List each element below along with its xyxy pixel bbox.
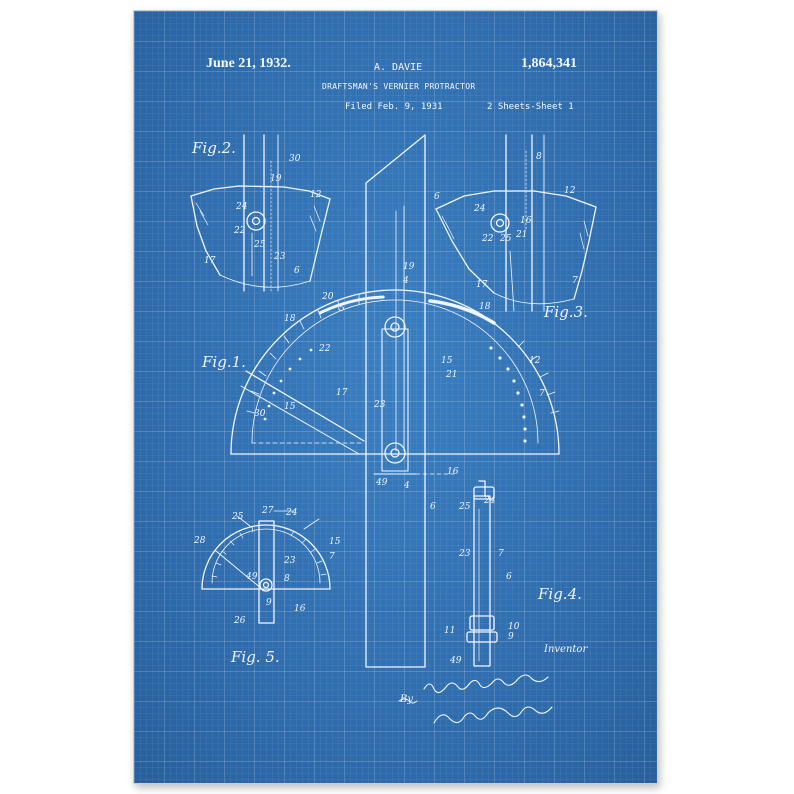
svg-text:16: 16 (447, 467, 459, 477)
svg-text:6: 6 (294, 266, 300, 276)
svg-text:24: 24 (473, 204, 486, 214)
svg-text:26: 26 (233, 616, 246, 626)
svg-text:25: 25 (499, 234, 512, 244)
svg-text:6: 6 (434, 192, 440, 202)
svg-text:10: 10 (508, 622, 520, 632)
fig2-label: Fig.2. (192, 139, 236, 157)
svg-text:19: 19 (270, 174, 282, 184)
svg-text:16: 16 (294, 604, 306, 614)
fig2-detail (190, 134, 331, 292)
fig4-label: Fig.4. (538, 585, 582, 603)
svg-text:5: 5 (339, 304, 345, 314)
svg-text:8: 8 (536, 152, 542, 162)
fig1-ruler-blade (365, 134, 455, 668)
svg-text:4: 4 (403, 481, 410, 491)
svg-text:22: 22 (233, 226, 246, 236)
svg-text:24: 24 (483, 496, 496, 506)
svg-text:23: 23 (283, 556, 296, 566)
svg-text:16: 16 (520, 216, 532, 226)
svg-text:21: 21 (445, 370, 457, 380)
sheet-count: 2 Sheets-Sheet 1 (487, 102, 574, 112)
svg-text:17: 17 (476, 280, 488, 290)
svg-text:17: 17 (204, 256, 216, 266)
svg-text:28: 28 (193, 536, 206, 546)
svg-text:17: 17 (336, 388, 348, 398)
svg-text:30: 30 (289, 154, 301, 164)
svg-text:18: 18 (479, 302, 491, 312)
fig3-label: Fig.3. (544, 303, 588, 321)
fig4-detail (466, 480, 498, 667)
svg-text:11: 11 (444, 626, 455, 636)
svg-text:25: 25 (458, 502, 471, 512)
svg-text:30: 30 (254, 409, 266, 419)
svg-text:6: 6 (506, 572, 512, 582)
svg-text:23: 23 (458, 549, 471, 559)
svg-text:15: 15 (441, 356, 453, 366)
svg-text:15: 15 (329, 537, 341, 547)
svg-text:12: 12 (310, 190, 322, 200)
svg-text:24: 24 (235, 202, 248, 212)
svg-text:4: 4 (402, 276, 409, 286)
inventor-surname: A. DAVIE (374, 62, 423, 73)
svg-text:25: 25 (253, 240, 266, 250)
signatures (398, 674, 553, 724)
svg-text:9: 9 (508, 632, 514, 642)
blueprint-poster: June 21, 1932. A. DAVIE 1,864,341 DRAFTS… (133, 10, 658, 784)
svg-text:49: 49 (245, 572, 258, 582)
svg-text:24: 24 (285, 508, 298, 518)
patent-title: DRAFTSMAN'S VERNIER PROTRACTOR (322, 82, 476, 91)
svg-text:6: 6 (430, 502, 436, 512)
svg-text:18: 18 (284, 314, 296, 324)
svg-text:19: 19 (403, 262, 415, 272)
filed-date: Filed Feb. 9, 1931 (345, 102, 443, 112)
svg-text:23: 23 (273, 252, 286, 262)
svg-text:7: 7 (572, 276, 578, 286)
svg-text:20: 20 (321, 292, 334, 302)
patent-number: 1,864,341 (521, 56, 577, 71)
by-label: By (400, 694, 413, 705)
svg-text:49: 49 (375, 478, 388, 488)
fig5-label: Fig. 5. (231, 648, 280, 666)
svg-text:7: 7 (498, 549, 504, 559)
svg-text:12: 12 (529, 356, 541, 366)
svg-text:9: 9 (266, 598, 272, 608)
svg-text:22: 22 (481, 234, 494, 244)
svg-text:8: 8 (284, 574, 290, 584)
fig5-detail (201, 510, 331, 624)
svg-text:7: 7 (539, 389, 545, 399)
fig3-detail (435, 134, 597, 312)
svg-text:27: 27 (261, 506, 274, 516)
svg-text:22: 22 (318, 344, 331, 354)
svg-text:25: 25 (231, 512, 244, 522)
svg-text:23: 23 (373, 400, 386, 410)
svg-text:49: 49 (449, 656, 462, 666)
svg-text:21: 21 (515, 230, 527, 240)
patent-drawing: 6 19 4 20 18 5 22 15 30 17 23 21 15 18 12 7 16 4… (190, 134, 597, 724)
fig1-label: Fig.1. (202, 353, 246, 371)
svg-text:12: 12 (564, 186, 576, 196)
fig1-protractor (230, 289, 560, 455)
patent-date: June 21, 1932. (206, 56, 291, 71)
svg-text:15: 15 (284, 402, 296, 412)
inventor-label: Inventor (544, 644, 588, 655)
svg-text:7: 7 (329, 552, 335, 562)
